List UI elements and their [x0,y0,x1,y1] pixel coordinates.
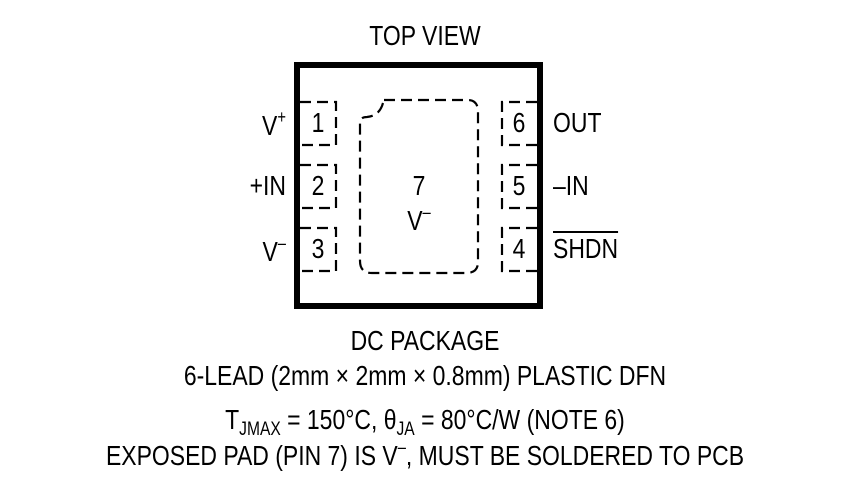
pin-label-5: –IN [553,170,589,201]
pin-number-1: 1 [311,107,325,138]
package-name: DC PACKAGE [350,325,500,356]
pin-pad-1 [300,100,338,147]
pin-label-1: V+ [262,107,286,141]
pin-label-2: +IN [249,170,286,201]
package-body [294,62,543,309]
exposed-pad-label: V– [407,202,431,236]
pin-pad-3 [300,226,338,273]
exposed-pad-note: EXPOSED PAD (PIN 7) IS V–, MUST BE SOLDE… [105,437,745,471]
pin-number-2: 2 [311,170,325,201]
pin-number-4: 4 [512,233,526,264]
pin-number-3: 3 [311,233,325,264]
exposed-pad-number: 7 [412,170,426,201]
exposed-pad [358,98,480,275]
right-pin-pads [500,100,537,273]
package-description: 6-LEAD (2mm × 2mm × 0.8mm) PLASTIC DFN [183,360,667,391]
pin-label-6: OUT [553,107,602,138]
pin-pad-5 [500,163,537,210]
left-pin-pads [300,100,338,273]
pin-number-6: 6 [512,107,526,138]
pin-pad-2 [300,163,338,210]
diagram-title: TOP VIEW [369,20,481,51]
pin-pad-6 [500,100,537,147]
pin-label-4: SHDN [553,233,619,264]
thermal-spec: TJMAX = 150°C, θJA = 80°C/W (NOTE 6) [225,404,625,440]
pin-number-5: 5 [512,170,526,201]
pin-pad-4 [500,226,537,273]
pin-label-3: V– [262,233,286,267]
